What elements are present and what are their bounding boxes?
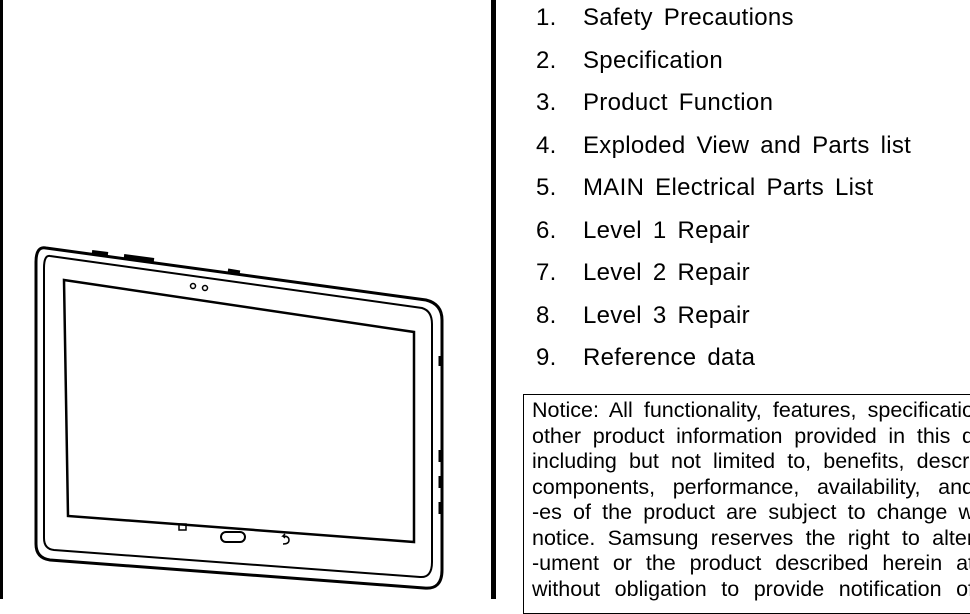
- toc-number: 6.: [536, 216, 557, 244]
- notice-line: components, performance, availability, a…: [532, 474, 970, 499]
- notice-line: -ument or the product described herein a…: [532, 551, 970, 575]
- toc-label: Level 2 Repair: [583, 259, 750, 286]
- toc-number: 7.: [536, 259, 557, 286]
- toc-label: MAIN Electrical Parts List: [583, 174, 874, 201]
- product-illustration-panel: [0, 0, 493, 599]
- notice-line: other product information provided in th…: [532, 423, 970, 448]
- column-divider: [491, 0, 496, 599]
- light-sensor-icon: [201, 284, 209, 292]
- toc-label: Specification: [583, 46, 723, 74]
- toc-item-7: 7. Level 2 Repair: [536, 255, 911, 298]
- tablet-screen: [62, 278, 416, 544]
- notice-line: -es of the product are subject to change…: [532, 500, 970, 524]
- toc-item-1: 1. Safety Precautions: [536, 0, 911, 43]
- notice-line: including but not limited to, benefits, …: [532, 449, 970, 473]
- toc-number: 8.: [536, 301, 557, 329]
- toc-number: 1.: [536, 4, 557, 31]
- toc-number: 3.: [536, 89, 557, 116]
- toc-item-4: 4. Exploded View and Parts list: [536, 128, 911, 171]
- table-of-contents: 1. Safety Precautions 2. Specification 3. P…: [536, 0, 911, 383]
- notice-box: Notice: All functionality, features, spe…: [523, 394, 970, 614]
- toc-item-3: 3. Product Function: [536, 85, 911, 128]
- recent-apps-icon: [178, 523, 187, 531]
- tablet-illustration: [34, 246, 444, 590]
- notice-line: Notice: All functionality, features, spe…: [532, 398, 970, 422]
- tablet-bezel: [43, 254, 433, 579]
- toc-number: 5.: [536, 174, 557, 201]
- power-button: [91, 250, 109, 256]
- notice-line: without obligation to provide notificati…: [532, 576, 970, 601]
- toc-label: Product Function: [583, 89, 774, 116]
- toc-number: 9.: [536, 344, 557, 371]
- toc-label: Level 1 Repair: [583, 216, 750, 244]
- toc-number: 4.: [536, 131, 557, 159]
- toc-item-6: 6. Level 1 Repair: [536, 213, 911, 256]
- toc-label: Exploded View and Parts list: [583, 131, 912, 159]
- volume-button: [123, 254, 155, 262]
- toc-item-2: 2. Specification: [536, 43, 911, 86]
- toc-item-8: 8. Level 3 Repair: [536, 298, 911, 341]
- notice-line: notice. Samsung reserves the right to al…: [532, 525, 970, 550]
- front-camera-icon: [189, 282, 197, 290]
- toc-label: Safety Precautions: [583, 4, 794, 31]
- toc-label: Level 3 Repair: [583, 301, 750, 329]
- toc-label: Reference data: [583, 344, 756, 371]
- toc-item-9: 9. Reference data: [536, 340, 911, 383]
- back-icon: [281, 533, 290, 545]
- toc-item-5: 5. MAIN Electrical Parts List: [536, 170, 911, 213]
- home-button: [220, 531, 246, 543]
- ir-port: [227, 268, 241, 274]
- toc-number: 2.: [536, 46, 557, 74]
